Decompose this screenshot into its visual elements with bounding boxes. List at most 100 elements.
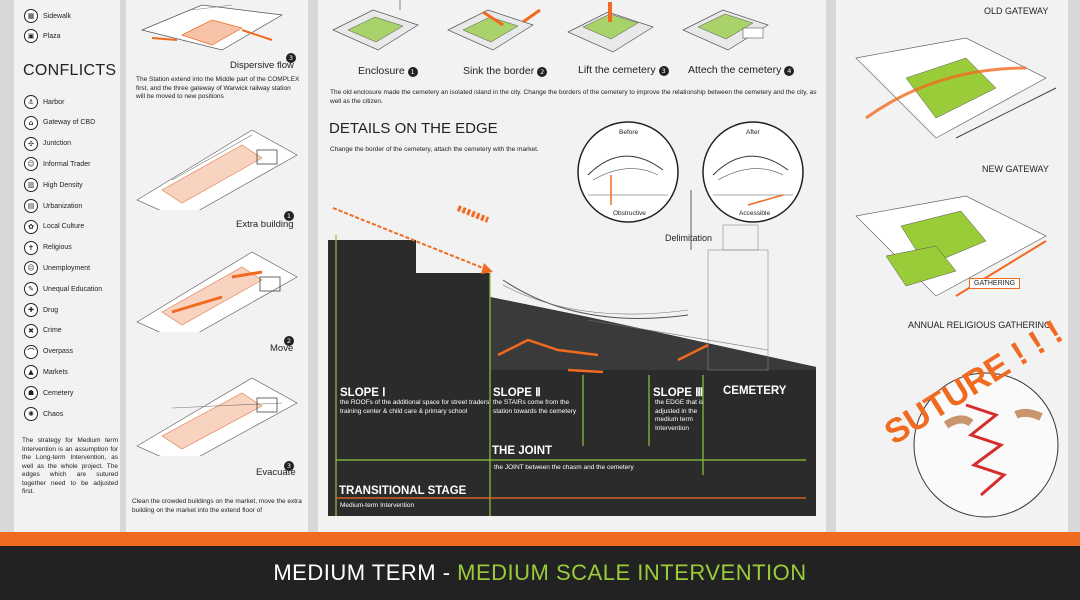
conflict-item: ✣ Juntction [24,136,71,152]
footer-title: MEDIUM TERM - MEDIUM SCALE INTERVENTION [0,560,1080,586]
conflict-label: Unequal Education [43,285,103,293]
religious-icon: ✝ [24,240,38,255]
process-panel: 3 Dispersive flow The Station extend int… [126,0,308,532]
section-drawing [328,205,816,516]
slope2-title: SLOPE Ⅱ [493,387,541,399]
drug-icon: ✚ [24,303,38,317]
accessible-label: Accessible [739,210,771,217]
conflict-label: Informal Trader [43,160,91,168]
gateway-panel: OLD GATEWAY NEW GATEWAY GATHERING ANNUAL… [836,0,1070,532]
step-label-evacuate: Evacuate [256,467,296,478]
junction-icon: ✣ [24,136,38,151]
conflict-label: Cemetery [43,389,74,397]
conflict-item: ▥High Density [24,177,83,193]
details-desc: Change the border of the cemetery, attac… [330,146,539,153]
conflict-item: ☺ Informal Trader [24,156,90,172]
conflict-label: Religious [43,244,72,252]
transitional-desc: Medium-term Intervention [340,502,415,509]
conflict-item: ✚ Drug [24,302,58,318]
old-gateway-label: OLD GATEWAY [984,6,1049,16]
plaza-icon: ▣ [24,29,38,43]
culture-icon: ✿ [24,219,38,234]
conflict-item: ☗ Cemetery [24,385,73,401]
conflict-item: ⚓ Harbor [24,94,64,110]
step-number: 1 [284,211,294,221]
dispersive-flow-diagram [140,4,284,51]
gateway-icon: ⌂ [24,115,38,130]
conflict-item: ▤Urbanization [24,198,82,214]
stage-diagrams [332,0,769,53]
details-panel: Enclosure 1 Sink the border 2 Lift the c… [318,0,826,532]
stage-attach-diagram [682,9,769,51]
conflict-item: ✖ Crime [24,323,62,339]
stage-sink-diagram [447,8,541,51]
footer-banner: MEDIUM TERM - MEDIUM SCALE INTERVENTION [0,532,1080,600]
step-number: 3 [284,461,294,471]
harbor-icon: ⚓ [24,95,38,109]
delimitation-label: Delimitation [665,233,713,243]
conflict-label: Juntction [43,140,72,148]
extra-building-diagram [136,129,298,210]
conflict-label: Harbor [43,98,65,106]
step-label-extra-building: Extra building [236,219,294,230]
stage-label-1: Enclosure 1 [358,65,418,77]
conflict-label: High Density [43,181,83,189]
conflicts-title: CONFLICTS [23,62,117,79]
legend-item-sidewalk: ▦ Sidewalk [24,8,71,24]
footer-title-part1: MEDIUM TERM - [273,560,458,585]
slope2-desc: the STAIRs come from the station towards… [493,399,577,415]
legend-label: Plaza [43,32,61,40]
trader-icon: ☺ [24,157,38,172]
stages-desc: The old enclosure made the cemetery an i… [330,89,817,105]
conflict-label: Drug [43,306,59,314]
conflict-label: Crime [43,327,62,335]
transitional-title: TRANSITIONAL STAGE [339,485,467,497]
conflict-item: ▲ Markets [24,364,68,380]
before-after-diagram [577,121,804,250]
stage-label-4: Attech the cemetery 4 [688,64,795,76]
step-label-dispersive: Dispersive flow [230,60,294,71]
conflict-item: ✺ Chaos [24,406,63,422]
step-number: 2 [284,336,294,346]
station-desc: The Station extend into the Middle part … [136,76,300,100]
crime-icon: ✖ [24,323,38,338]
conflict-label: Overpass [43,348,73,356]
urbanization-icon: ▤ [24,199,38,213]
joint-title: THE JOINT [492,445,553,457]
step-number: 3 [286,53,296,63]
details-title: DETAILS ON THE EDGE [329,120,498,137]
conflict-item: ☹ Unemployment [24,260,90,276]
new-gateway-map [855,195,1047,297]
legend-item-plaza: ▣ Plaza [24,28,61,44]
after-label: After [746,129,760,136]
conflict-label: Unemployment [43,264,91,272]
markets-icon: ▲ [24,365,38,380]
conflict-label: Local Culture [43,223,85,231]
slope1-desc: the ROOFs of the additional space for st… [340,399,491,415]
cemetery-icon: ☗ [24,386,38,401]
sidewalk-icon: ▦ [24,9,38,23]
move-diagram [136,251,298,332]
joint-desc: the JOINT between the chasm and the ceme… [494,464,634,471]
market-desc: Clean the crowded buildings on the marke… [132,498,302,514]
gathering-tag: GATHERING [969,278,1021,289]
suture-photo [913,372,1059,518]
step-label-move: Move [270,343,294,354]
conflict-item: ✎Unequal Education [24,281,102,297]
slope1-title: SLOPE Ⅰ [340,387,386,399]
stage-label-2: Sink the border 2 [463,65,548,77]
obstructive-label: Obstructive [613,210,646,217]
chaos-icon: ✺ [24,407,38,421]
conflict-label: Markets [43,368,68,376]
before-label: Before [619,129,639,136]
unemployment-icon: ☹ [24,261,38,276]
conflict-label: Chaos [43,410,64,418]
conflict-item: ✿ Local Culture [24,219,84,235]
slope3-title: SLOPE Ⅲ [653,387,704,399]
conflict-item: ⌂ Gateway of CBD [24,115,95,131]
conflict-label: Gateway of CBD [43,119,96,127]
conflict-item: ✝ Religious [24,240,72,256]
old-gateway-map [855,37,1057,139]
evacuate-diagram [136,377,298,456]
cemetery-title: CEMETERY [723,385,787,397]
